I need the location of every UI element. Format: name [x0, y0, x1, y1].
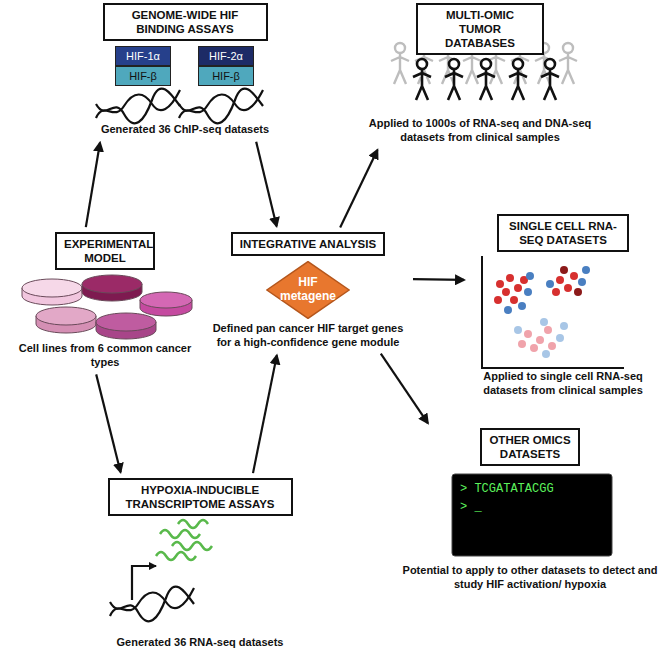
illustration-area: [195, 516, 205, 636]
heading-box: MULTI-OMIC TUMOR DATABASES: [416, 3, 544, 55]
diamond-label: HIF metagene: [277, 276, 339, 304]
caption: Generated 36 ChIP-seq datasets: [85, 123, 285, 137]
dna-helix: [96, 89, 263, 124]
panel: OTHER OMICS DATASETS Potential to apply t…: [400, 428, 660, 592]
panel: EXPERIMENTAL MODEL Cell lines from 6 comm…: [5, 232, 205, 370]
heading-box: EXPERIMENTAL MODEL: [55, 232, 155, 270]
protein-label: HIF-β: [212, 70, 240, 82]
heading-box: INTEGRATIVE ANALYSIS: [231, 232, 385, 256]
protein-box: HIF-β: [198, 66, 254, 86]
protein-label: HIF-1α: [126, 50, 160, 62]
protein-box: HIF-2α: [198, 46, 254, 66]
heading-box: OTHER OMICS DATASETS: [480, 428, 580, 466]
terminal-screen: [452, 474, 612, 556]
caption: Potential to apply to other datasets to …: [400, 564, 660, 592]
flow-arrow: [86, 143, 100, 227]
protein-box: HIF-β: [115, 66, 171, 86]
caption: Applied to 1000s of RNA-seq and DNA-seq …: [355, 117, 605, 145]
panel: MULTI-OMIC TUMOR DATABASES Applied to 100…: [355, 3, 605, 145]
flow-arrow: [381, 354, 428, 423]
flow-arrow: [256, 142, 276, 227]
caption: Applied to single cell RNA-seq datasets …: [470, 370, 656, 398]
illustration-area: [180, 41, 190, 123]
protein-box: HIF-1α: [115, 46, 171, 66]
flow-arrow: [253, 355, 277, 473]
illustration-area: [475, 55, 485, 117]
flow-arrow: [413, 278, 464, 281]
terminal-text: > _: [460, 500, 482, 514]
terminal-text: > TCGATATACGG: [460, 482, 554, 496]
caption: Cell lines from 6 common cancer types: [5, 342, 205, 370]
protein-label: HIF-2α: [209, 50, 243, 62]
patient-figures: [413, 59, 559, 100]
flow-arrow: [96, 374, 120, 472]
heading-box: SINGLE CELL RNA-SEQ DATASETS: [497, 214, 629, 252]
caption: Defined pan cancer HIF target genes for …: [208, 322, 408, 350]
protein-label: HIF-β: [129, 70, 157, 82]
umap-plot: [482, 256, 624, 368]
heading-box: GENOME-WIDE HIF BINDING ASSAYS: [103, 3, 268, 41]
panel: HYPOXIA-INDUCIBLE TRANSCRIPTOME ASSAYS Ge…: [70, 478, 330, 650]
decision-diamond: HIF metagene: [266, 261, 350, 319]
culture-dishes: [22, 275, 192, 339]
illustration-area: [100, 270, 110, 342]
flow-arrow: [340, 150, 377, 228]
illustration-area: [525, 466, 535, 564]
illustration-area: [558, 252, 568, 370]
panel: SINGLE CELL RNA-SEQ DATASETS Applied to s…: [470, 214, 656, 398]
transcription-icon: [110, 520, 212, 621]
caption: Generated 36 RNA-seq datasets: [70, 636, 330, 650]
heading-box: HYPOXIA-INDUCIBLE TRANSCRIPTOME ASSAYS: [108, 478, 293, 516]
